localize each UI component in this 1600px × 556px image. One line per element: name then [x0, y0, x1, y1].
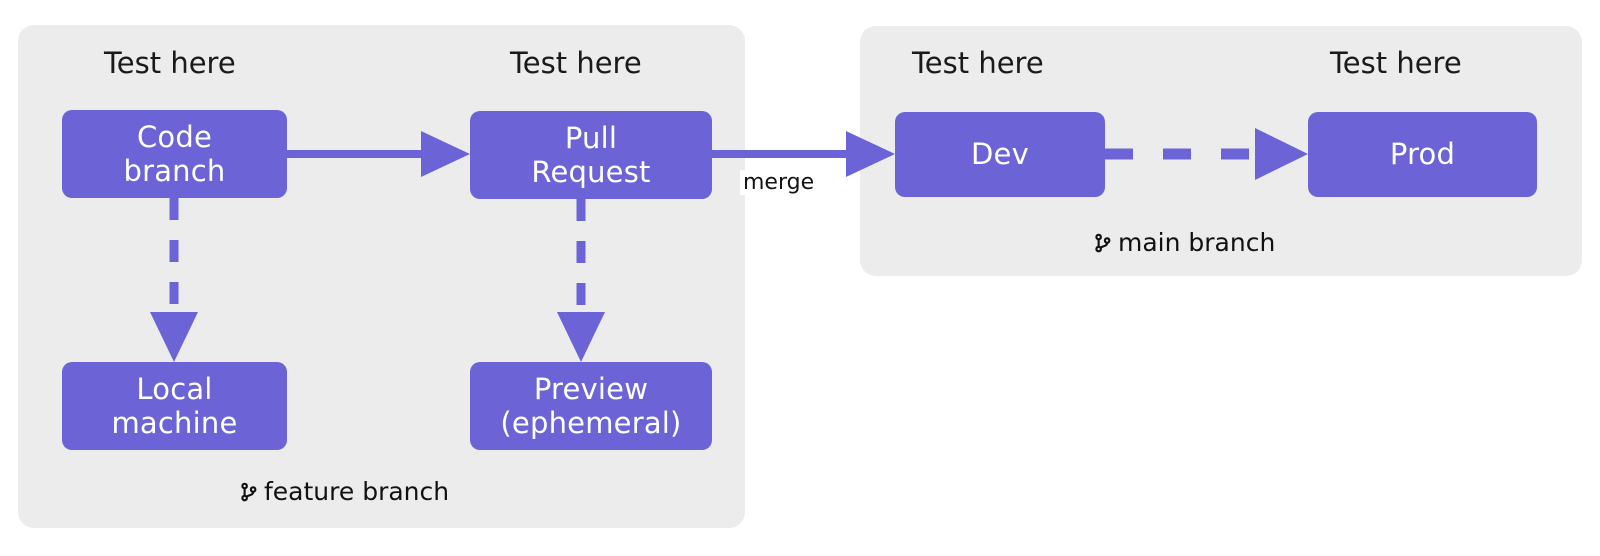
node-pull-request-line2: Request — [531, 155, 651, 189]
node-local-machine-line2: machine — [111, 406, 238, 440]
node-code-branch[interactable]: Code branch — [62, 110, 287, 198]
edge-pull-request-to-dev — [712, 131, 895, 177]
node-code-branch-line1: Code — [136, 119, 213, 154]
edge-dev-to-prod — [1105, 128, 1308, 180]
node-prod-label: Prod — [1389, 137, 1456, 172]
edge-code-to-local-machine — [150, 198, 198, 362]
node-code-branch-line2: branch — [123, 154, 226, 188]
edge-label-merge: merge — [740, 170, 818, 195]
edge-pull-request-to-preview — [557, 199, 605, 362]
test-label-code: Test here — [104, 46, 236, 80]
node-preview-line2: (ephemeral) — [500, 406, 682, 440]
node-preview-ephemeral[interactable]: Preview (ephemeral) — [470, 362, 712, 450]
caption-main-branch-label: main branch — [1118, 228, 1276, 257]
node-prod[interactable]: Prod — [1308, 112, 1537, 197]
caption-feature-branch: feature branch — [239, 477, 449, 506]
git-branch-icon — [239, 479, 259, 505]
node-dev-label: Dev — [971, 137, 1029, 172]
node-pull-request-line1: Pull — [564, 120, 618, 155]
node-local-machine-line1: Local — [136, 371, 213, 406]
node-local-machine[interactable]: Local machine — [62, 362, 287, 450]
git-branch-icon — [1093, 230, 1113, 256]
test-label-prod: Test here — [1330, 46, 1462, 80]
node-pull-request[interactable]: Pull Request — [470, 111, 712, 199]
test-label-pull-request: Test here — [510, 46, 642, 80]
test-label-dev: Test here — [912, 46, 1044, 80]
node-preview-line1: Preview — [533, 371, 649, 406]
node-dev[interactable]: Dev — [895, 112, 1105, 197]
edge-code-to-pull-request — [287, 131, 470, 177]
caption-main-branch: main branch — [1093, 228, 1275, 257]
caption-feature-branch-label: feature branch — [264, 477, 450, 506]
